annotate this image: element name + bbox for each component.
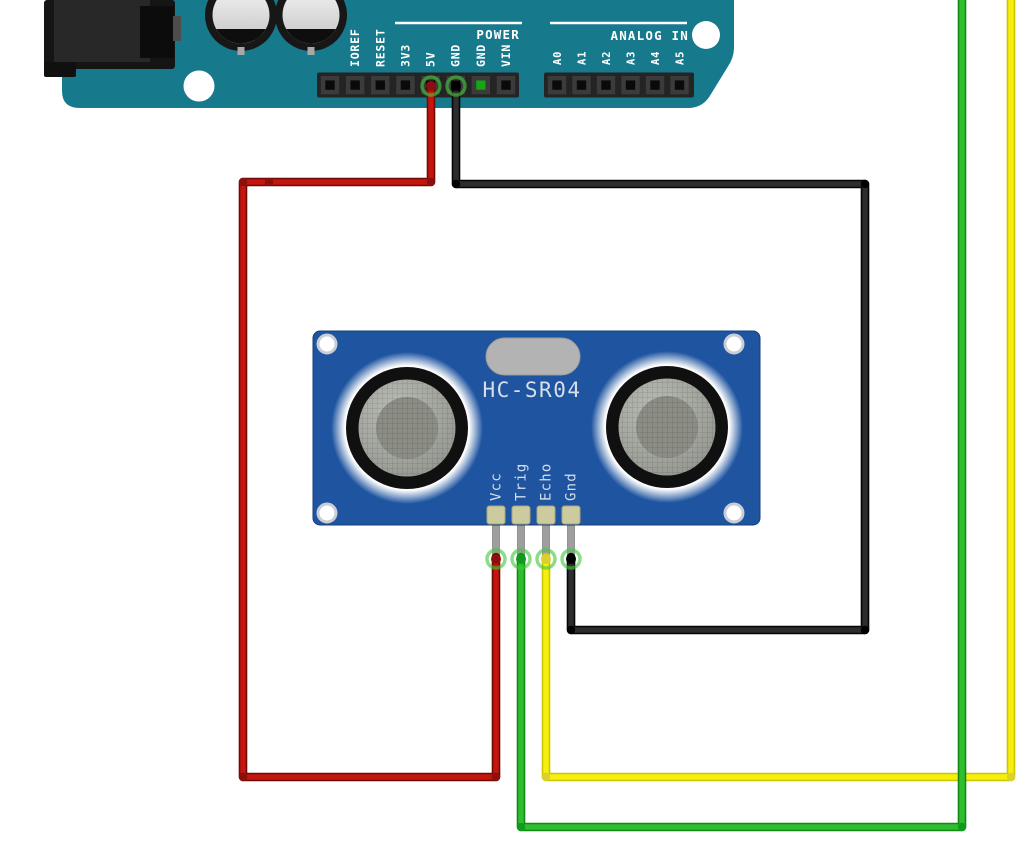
- barrel-jack-face: [140, 6, 174, 58]
- connection-highlight: [535, 548, 557, 570]
- arduino-power-pin-label-gnd: GND: [474, 44, 488, 67]
- pin-hole: [552, 80, 562, 90]
- wire-terminal[interactable]: [516, 554, 526, 564]
- sensor-pad-trig[interactable]: [511, 505, 531, 525]
- arduino-analog-pin-label-a4: A4: [650, 51, 662, 65]
- sensor-pins: Vcc Trig Echo Gnd: [486, 462, 581, 525]
- arduino-power-pin-label-vin: VIN: [499, 44, 513, 67]
- sensor-legs: [492, 509, 575, 558]
- capacitor-notch: [216, 29, 266, 44]
- arduino-power-pin-label-5v: 5V: [424, 52, 438, 67]
- wire-bendpoint[interactable]: [491, 772, 501, 782]
- barrel-jack-shell: [54, 0, 150, 62]
- pin-hole: [350, 80, 360, 90]
- sensor-pad-echo[interactable]: [536, 505, 556, 525]
- wire-terminal[interactable]: [566, 554, 576, 564]
- arduino-uno-board: POWER ANALOG IN IOREF RESET 3V3 5V GND GND VIN…: [44, 0, 734, 108]
- sensor-pad-gnd[interactable]: [561, 505, 581, 525]
- analog-pins: A0 A1 A2 A3 A4 A5: [546, 51, 690, 96]
- barrel-jack-tab: [44, 62, 76, 77]
- analog-section-label: ANALOG IN: [610, 28, 689, 43]
- arduino-analog-pin-label-a5: A5: [675, 51, 687, 65]
- ultrasonic-transducer-left: [331, 352, 483, 504]
- wire-bendpoint[interactable]: [957, 822, 967, 832]
- mounting-hole: [692, 21, 720, 49]
- power-section-label: POWER: [476, 27, 520, 42]
- arduino-analog-pin-label-a3: A3: [626, 51, 638, 65]
- pin-hole: [400, 80, 411, 90]
- wire-bendpoint[interactable]: [426, 177, 436, 187]
- barrel-jack-pin: [173, 16, 181, 41]
- arduino-analog-pin-label-a1: A1: [577, 51, 589, 65]
- arduino-power-pin-label-ioref: IOREF: [348, 28, 362, 67]
- wire-terminal[interactable]: [426, 81, 436, 91]
- barrel-jack: [44, 0, 181, 77]
- pin-hole: [650, 80, 660, 90]
- sensor-mounting-hole: [316, 333, 338, 355]
- sensor-pin-label-echo: Echo: [539, 462, 555, 501]
- capacitor-2: [275, 0, 347, 55]
- wire-terminal[interactable]: [541, 554, 551, 564]
- pin-hole: [674, 80, 685, 90]
- hcsr04-sensor: HC-SR04 Vcc Trig Echo Gnd: [312, 330, 761, 558]
- wire-bendpoint[interactable]: [238, 772, 248, 782]
- wires: [238, 0, 1016, 832]
- wire-black-gnd[interactable]: [445, 75, 870, 635]
- arduino-power-pin-label-reset: RESET: [373, 28, 387, 67]
- wire-bendpoint[interactable]: [860, 179, 870, 189]
- gnd-connected-indicator: [476, 80, 486, 90]
- wire-green-trig[interactable]: [510, 0, 967, 832]
- sensor-mounting-hole: [723, 502, 745, 524]
- wire-terminal[interactable]: [451, 81, 461, 91]
- sensor-pin-label-gnd: Gnd: [564, 472, 580, 501]
- arduino-analog-pin-label-a2: A2: [601, 51, 613, 65]
- sensor-pin-label-vcc: Vcc: [489, 472, 505, 501]
- wire-bendpoint[interactable]: [451, 179, 461, 189]
- arduino-power-pin-label-gnd: GND: [449, 44, 463, 67]
- connection-highlight: [510, 548, 532, 570]
- capacitor-lead: [237, 47, 245, 55]
- capacitor-lead: [307, 47, 315, 55]
- capacitor-1: [205, 0, 277, 55]
- wire-bendpoint[interactable]: [1006, 772, 1016, 782]
- pin-hole: [625, 80, 636, 90]
- wire-green-trig-body[interactable]: [518, 0, 965, 830]
- wire-bendpoint[interactable]: [860, 625, 870, 635]
- sensor-pin-label-trig: Trig: [514, 462, 530, 501]
- connection-highlight: [560, 548, 582, 570]
- wire-bendpoint[interactable]: [264, 177, 274, 187]
- wire-yellow-echo-body[interactable]: [543, 0, 1014, 780]
- sensor-mounting-hole: [723, 333, 745, 355]
- connection-highlight: [485, 548, 507, 570]
- wire-bendpoint[interactable]: [566, 625, 576, 635]
- mounting-hole: [183, 70, 215, 102]
- wire-red-5v-vcc[interactable]: [238, 75, 507, 782]
- wire-bendpoint[interactable]: [238, 177, 248, 187]
- wire-black-gnd-body[interactable]: [453, 84, 868, 633]
- connection-highlight: [420, 75, 442, 97]
- power-header: [317, 72, 519, 98]
- pin-hole: [325, 80, 335, 90]
- arduino-power-pin-label-3v3: 3V3: [398, 44, 412, 67]
- pin-hole: [576, 80, 587, 90]
- wire-terminal[interactable]: [491, 554, 501, 564]
- pin-hole: [375, 80, 385, 90]
- sensor-label: HC-SR04: [482, 378, 581, 402]
- ultrasonic-transducer-right: [591, 351, 743, 503]
- wire-bendpoint[interactable]: [541, 772, 551, 782]
- sensor-mounting-hole: [316, 502, 338, 524]
- capacitor-notch: [286, 29, 336, 44]
- pin-hole: [501, 80, 511, 90]
- pin-hole: [601, 80, 611, 90]
- wire-bendpoint[interactable]: [516, 822, 526, 832]
- arduino-analog-pin-label-a0: A0: [552, 51, 564, 65]
- wire-yellow-echo[interactable]: [535, 0, 1016, 782]
- connection-highlight: [445, 75, 467, 97]
- sensor-pad-vcc[interactable]: [486, 505, 506, 525]
- crystal-oscillator: [485, 337, 581, 376]
